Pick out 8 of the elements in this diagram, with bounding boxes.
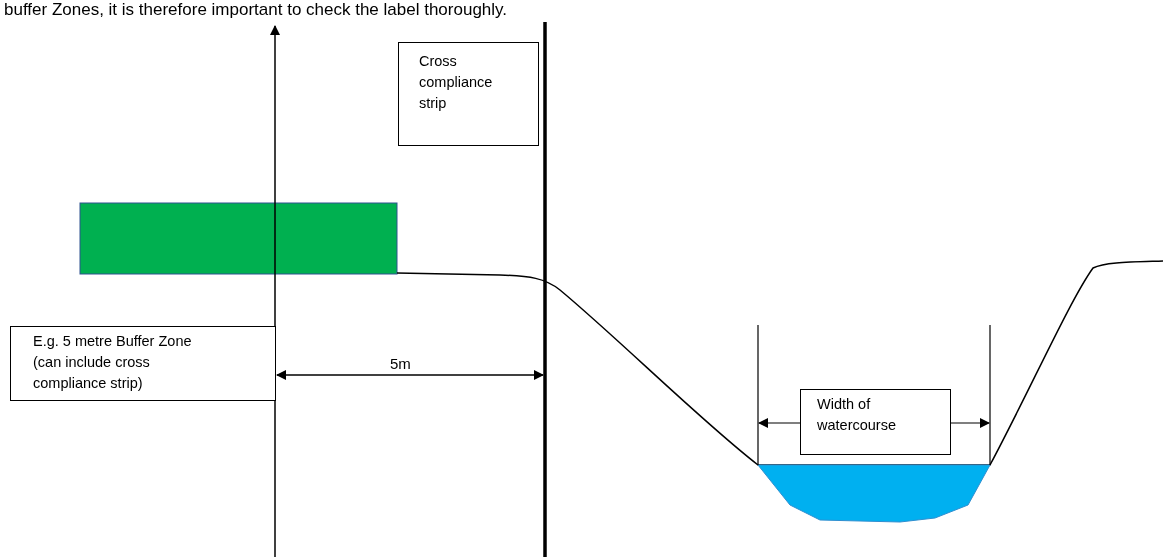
dimension-label: 5m: [390, 355, 411, 373]
box-text: Cross compliance strip: [419, 52, 494, 113]
box-text: E.g. 5 metre Buffer Zone (can include cross compliance strip): [33, 332, 193, 393]
box-text: Width of watercourse: [817, 395, 897, 435]
text-box: [398, 42, 539, 146]
note-text: buffer Zones, it is therefore important to check the label thoroughly.: [4, 0, 508, 20]
text-box: [800, 389, 951, 455]
text-box: [10, 326, 276, 401]
